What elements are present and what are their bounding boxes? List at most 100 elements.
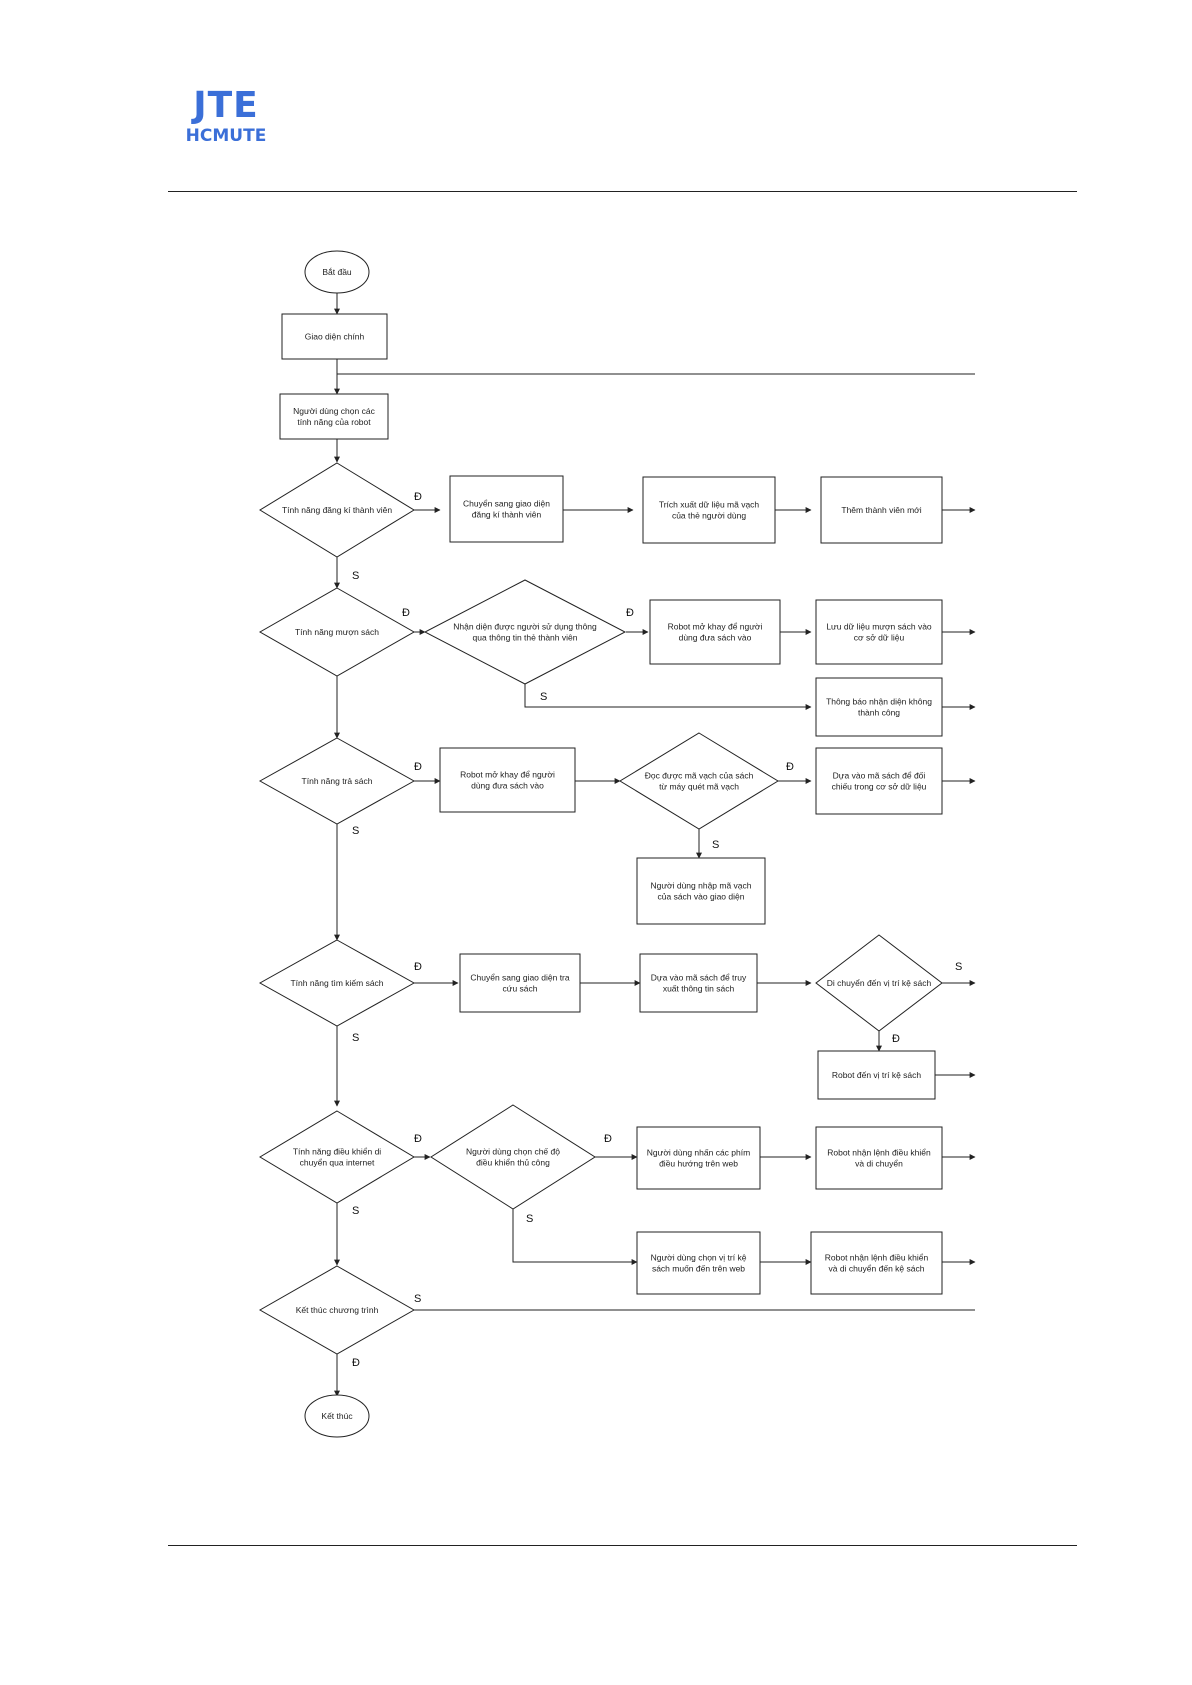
yes-label: Đ bbox=[414, 761, 422, 773]
reg_ui-text: đăng kí thành viên bbox=[472, 510, 542, 520]
yes-label: Đ bbox=[626, 607, 634, 619]
d_find-text: Tính năng tìm kiếm sách bbox=[290, 978, 383, 988]
d_manual-text: điều khiển thủ công bbox=[476, 1158, 550, 1168]
d_remote-text: Tính năng điều khiển di bbox=[293, 1147, 381, 1157]
robot_cmd-text: và di chuyển bbox=[855, 1159, 903, 1169]
no-label: S bbox=[540, 691, 547, 703]
logo-jte: JTE bbox=[193, 85, 259, 126]
d_card-text: qua thông tin thẻ thành viên bbox=[473, 633, 578, 643]
press_keys-text: điều hướng trên web bbox=[659, 1159, 738, 1169]
terminal-end: Kết thúc bbox=[304, 1394, 370, 1438]
connector-arrow bbox=[334, 373, 975, 395]
lookup_db-text: chiếu trong cơ sở dữ liệu bbox=[832, 782, 927, 792]
connector-arrow bbox=[512, 1208, 638, 1265]
yes-label: Đ bbox=[352, 1357, 360, 1369]
search_ui-text: Chuyển sang giao diện tra bbox=[470, 973, 570, 983]
no-label: S bbox=[352, 1032, 359, 1044]
choose_shelf-text: sách muốn đến trên web bbox=[652, 1264, 745, 1274]
yes-label: Đ bbox=[414, 961, 422, 973]
d_member-text: Tính năng đăng kí thành viên bbox=[282, 505, 392, 515]
d_goto-text: Di chuyển đến vị trí kệ sách bbox=[827, 978, 932, 988]
d_card-text: Nhận diện được người sử dụng thông bbox=[453, 622, 597, 632]
no-label: S bbox=[414, 1293, 421, 1305]
no-label: S bbox=[352, 825, 359, 837]
notify_fail-text: Thông báo nhận diện không bbox=[826, 697, 932, 707]
yes-label: Đ bbox=[402, 607, 410, 619]
decision-d_borrow: Tính năng mượn sách bbox=[258, 587, 416, 677]
extract-text: của thẻ người dùng bbox=[672, 511, 746, 521]
yes-label: Đ bbox=[414, 491, 422, 503]
yes-label: Đ bbox=[604, 1133, 612, 1145]
logo-hcmute: HCMUTE bbox=[185, 126, 267, 146]
open_door1-text: Robot mở khay để người bbox=[668, 622, 763, 632]
manual_code-text: của sách vào giao diện bbox=[658, 892, 745, 902]
connector-arrow bbox=[524, 684, 812, 710]
open_door2-text: dùng đưa sách vào bbox=[471, 781, 544, 791]
robot_go-text: và di chuyển đến kệ sách bbox=[829, 1264, 925, 1274]
no-label: S bbox=[352, 1205, 359, 1217]
yes-label: Đ bbox=[892, 1033, 900, 1045]
select-text: Người dùng chọn các bbox=[293, 406, 375, 416]
decision-d_goto: Di chuyển đến vị trí kệ sách bbox=[815, 934, 943, 1032]
d_remote-text: chuyển qua internet bbox=[300, 1158, 375, 1168]
d_barcode-text: Đọc được mã vạch của sách bbox=[645, 771, 754, 781]
d_borrow-text: Tính năng mượn sách bbox=[295, 627, 379, 637]
member_ok-text: Thêm thành viên mới bbox=[841, 505, 921, 515]
robot_move-text: Robot đến vị trí kệ sách bbox=[832, 1070, 922, 1080]
no-label: S bbox=[955, 961, 962, 973]
process-home: Giao diện chính bbox=[281, 313, 388, 360]
terminal-start: Bắt đầu bbox=[304, 250, 370, 294]
header-rule bbox=[168, 191, 1077, 192]
yes-label: Đ bbox=[414, 1133, 422, 1145]
notify_fail-text: thành công bbox=[858, 708, 900, 718]
robot_cmd-text: Robot nhận lệnh điều khiển bbox=[827, 1148, 931, 1158]
home-text: Giao diện chính bbox=[305, 332, 365, 342]
manual_code-text: Người dùng nhập mã vạch bbox=[650, 881, 751, 891]
open_door1-text: dùng đưa sách vào bbox=[679, 633, 752, 643]
d_end-text: Kết thúc chương trình bbox=[296, 1305, 379, 1315]
save_borrow-text: Lưu dữ liệu mượn sách vào bbox=[826, 622, 932, 632]
decision-d_return: Tính năng trả sách bbox=[258, 737, 416, 825]
select-text: tính năng của robot bbox=[297, 417, 371, 427]
extract-text: Trích xuất dữ liệu mã vạch bbox=[659, 500, 760, 510]
lookup_info-text: xuất thông tin sách bbox=[663, 984, 735, 994]
d_return-text: Tính năng trả sách bbox=[302, 776, 373, 786]
reg_ui-text: Chuyển sang giao diện bbox=[463, 499, 550, 509]
start-text: Bắt đầu bbox=[322, 267, 352, 277]
decision-d_end: Kết thúc chương trình bbox=[258, 1265, 416, 1355]
decision-d_find: Tính năng tìm kiếm sách bbox=[258, 939, 416, 1027]
robot_go-text: Robot nhận lệnh điều khiển bbox=[825, 1253, 929, 1263]
d_barcode-text: từ máy quét mã vạch bbox=[659, 782, 739, 792]
lookup_info-text: Dựa vào mã sách để truy bbox=[651, 973, 747, 983]
decision-d_member: Tính năng đăng kí thành viên bbox=[259, 462, 415, 558]
yes-label: Đ bbox=[786, 761, 794, 773]
end-text: Kết thúc bbox=[321, 1411, 353, 1421]
save_borrow-text: cơ sở dữ liệu bbox=[854, 633, 905, 643]
logo: JTE HCMUTE bbox=[176, 85, 276, 147]
open_door2-text: Robot mở khay để người bbox=[460, 770, 555, 780]
process-robot_move: Robot đến vị trí kệ sách bbox=[817, 1050, 936, 1100]
flowchart-connectors bbox=[334, 293, 976, 1397]
d_manual-text: Người dùng chọn chế độ bbox=[466, 1147, 560, 1157]
